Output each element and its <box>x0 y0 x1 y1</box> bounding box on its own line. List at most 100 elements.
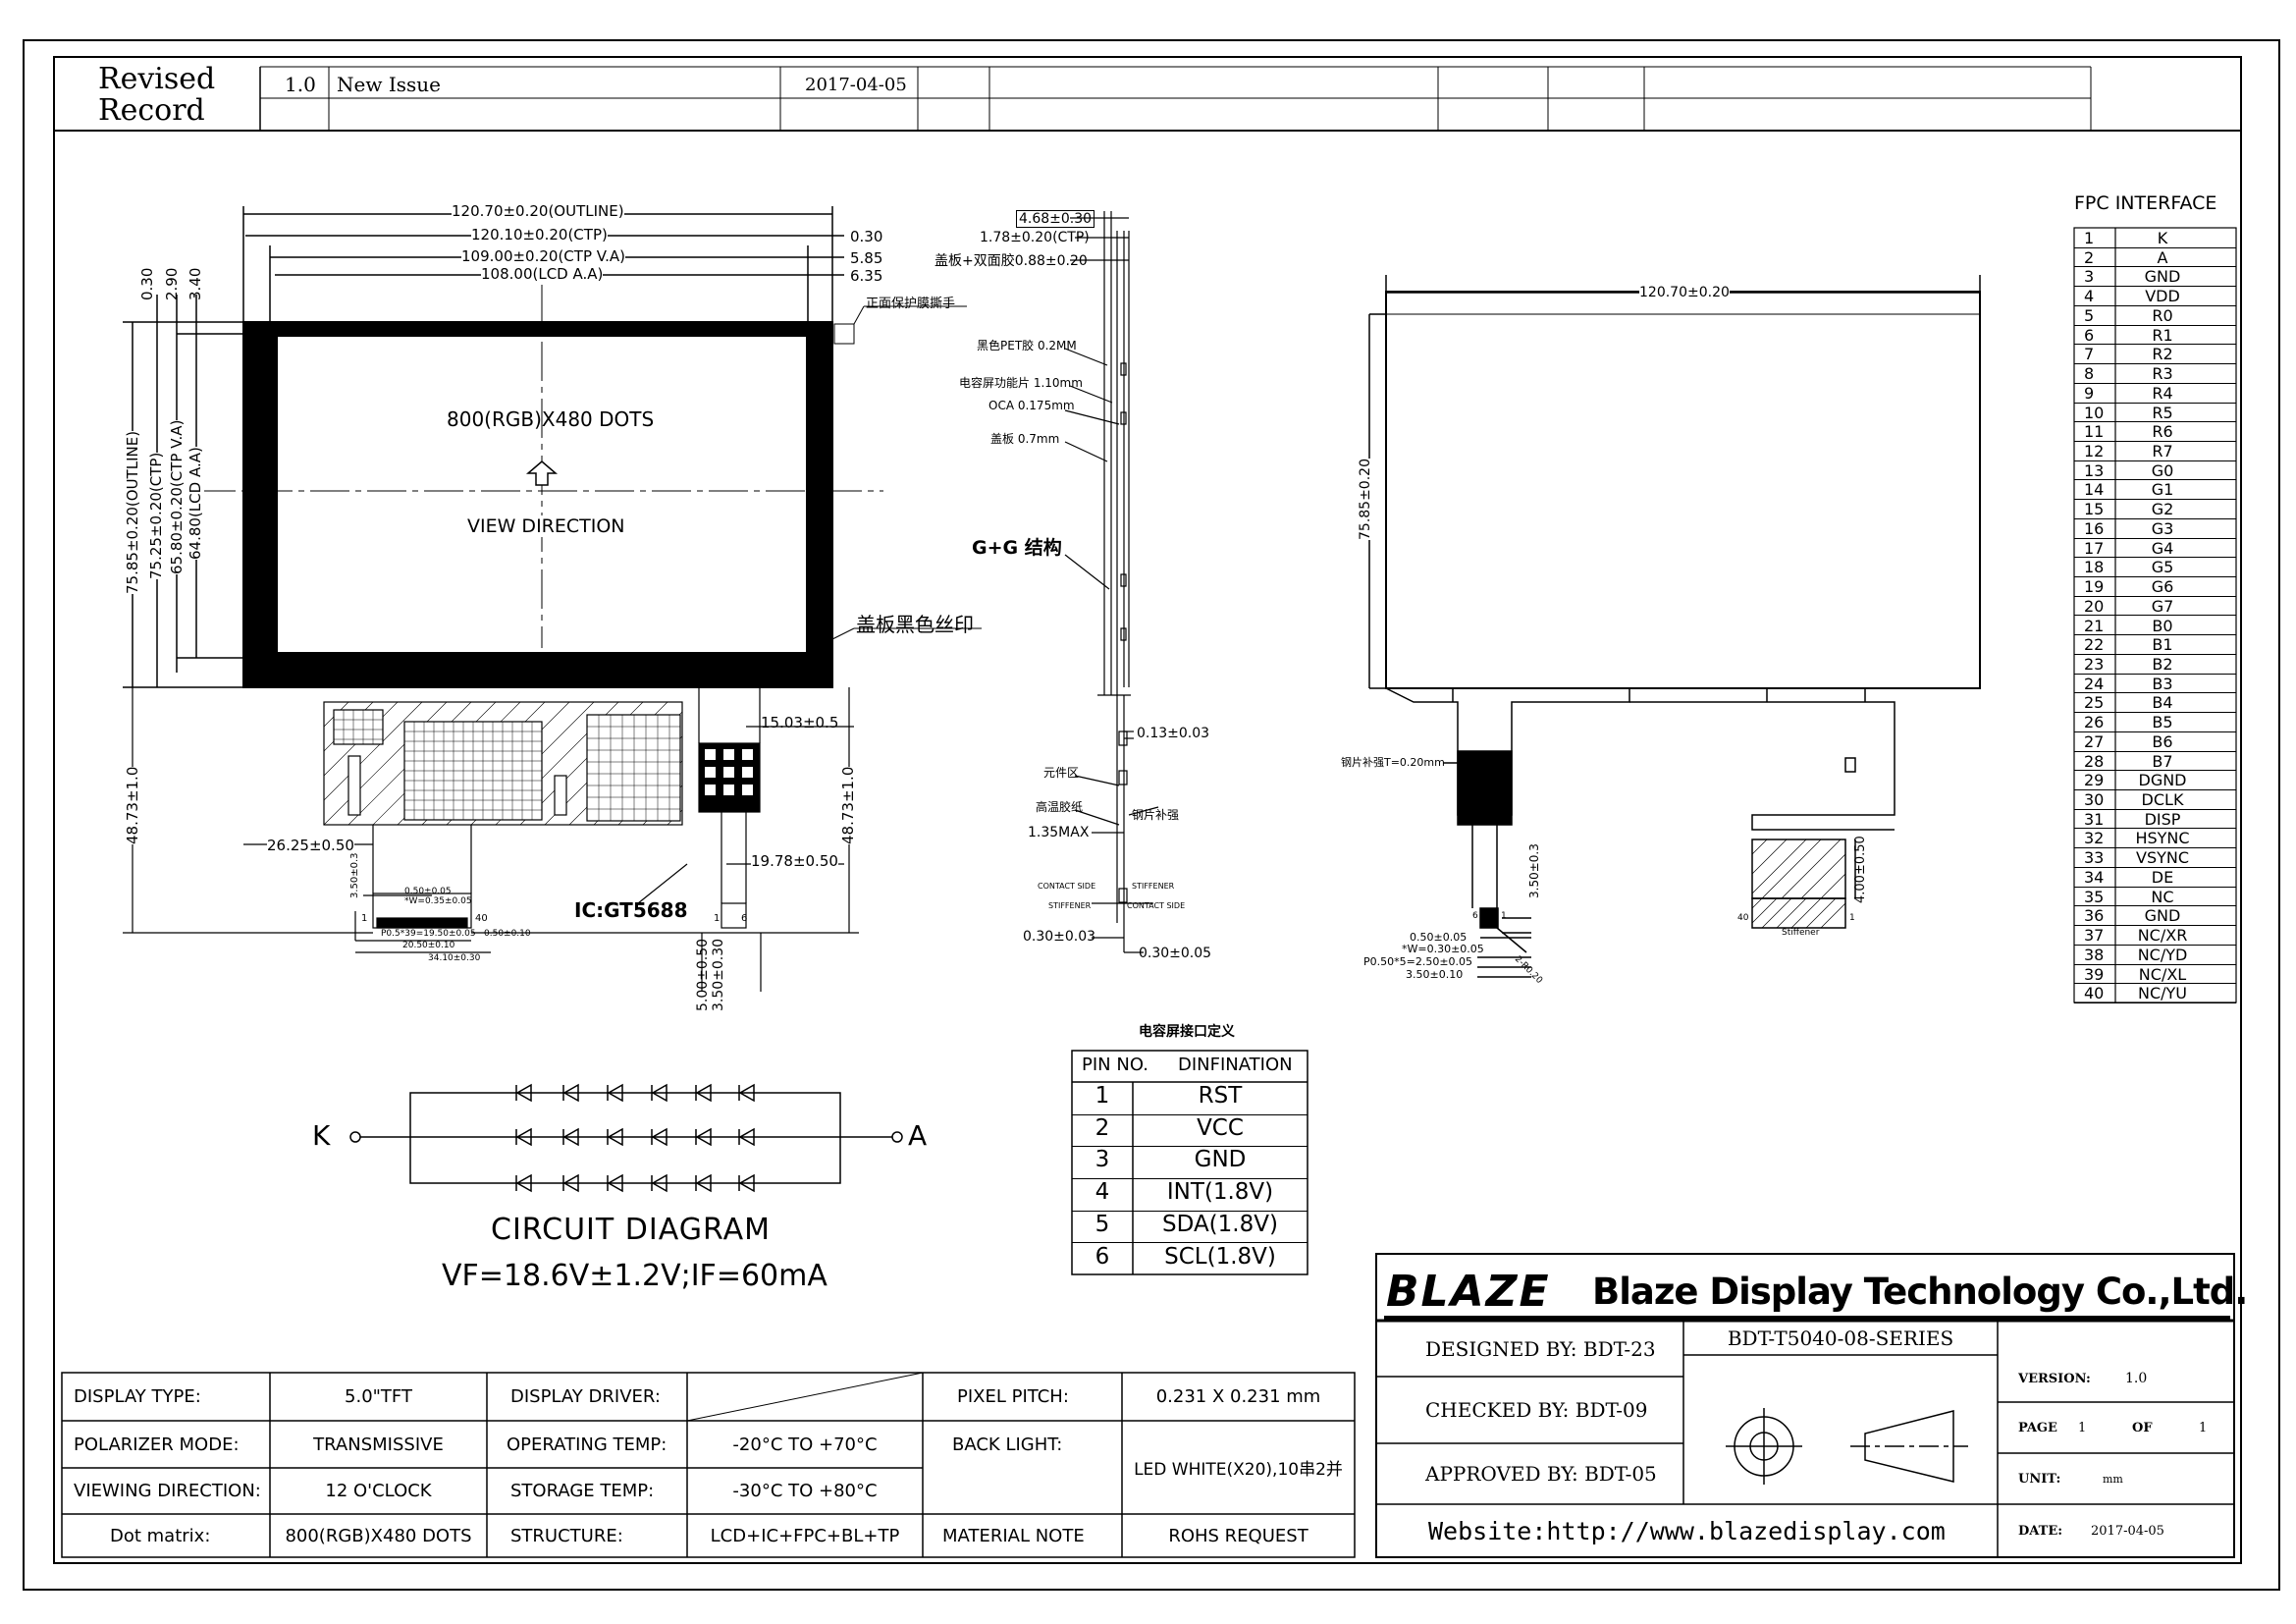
fpc-pin-number: 25 <box>2084 693 2105 713</box>
spec-dotmatrix-label: Dot matrix: <box>110 1525 211 1546</box>
spec-display-type-label: DISPLAY TYPE: <box>74 1386 201 1407</box>
fpc-pin-number: 11 <box>2084 422 2105 442</box>
led-diode-icon <box>695 1083 712 1103</box>
fpc-pin-signal: GND <box>2144 906 2181 926</box>
fpc-pin-signal: R0 <box>2152 305 2173 325</box>
dim-right-1: 0.30 <box>850 228 883 245</box>
side-view <box>1064 211 1159 953</box>
spec-viewing-value: 12 O'CLOCK <box>325 1481 432 1501</box>
led-diode-icon <box>515 1173 532 1193</box>
fpc-interface-title: FPC INTERFACE <box>2074 192 2217 214</box>
fpc-pin-signal: G0 <box>2151 460 2174 480</box>
fpc-pin-signal: NC/XL <box>2138 964 2187 984</box>
fpc-pin-number: 21 <box>2084 616 2105 635</box>
side-dim-4: 0.13±0.03 <box>1137 726 1210 741</box>
side-layer-4: 盖板 0.7mm <box>990 432 1060 446</box>
spec-backlight-value: LED WHITE(X20),10串2并 <box>1134 1459 1343 1480</box>
designed-by: DESIGNED BY: BDT-23 <box>1425 1336 1656 1361</box>
fpc-pin-signal: R7 <box>2152 441 2173 460</box>
led-diode-icon <box>695 1173 712 1193</box>
circuit-spec: VF=18.6V±1.2V;IF=60mA <box>442 1259 828 1293</box>
fpc-pin-number: 34 <box>2084 867 2105 887</box>
version-label: VERSION: <box>2018 1371 2091 1386</box>
fpc-row: 24 B3 <box>2074 674 2236 694</box>
side-dim-6: 0.30±0.03 <box>1023 929 1096 945</box>
company-name: Blaze Display Technology Co.,Ltd. <box>1592 1271 2248 1313</box>
fpc-pin-number: 35 <box>2084 887 2105 906</box>
approved-by: APPROVED BY: BDT-05 <box>1425 1462 1657 1486</box>
fpc-pin-number: 10 <box>2084 403 2105 422</box>
spec-pixel-pitch-value: 0.231 X 0.231 mm <box>1155 1386 1321 1407</box>
led-diode-icon <box>738 1127 755 1147</box>
fpc-pin-number: 16 <box>2084 518 2105 538</box>
led-diodes <box>515 1083 755 1193</box>
unit-label: UNIT: <box>2018 1471 2061 1487</box>
fpc-pin-signal: DE <box>2151 867 2174 887</box>
fpc-pin-number: 2 <box>2084 247 2095 267</box>
of-label: OF <box>2132 1420 2153 1435</box>
spec-table-grid <box>61 1372 1356 1558</box>
back-pin6: 6 <box>1472 911 1478 921</box>
fpc-pin-signal: NC/YD <box>2137 945 2188 964</box>
back-dim-1: 3.50±0.3 <box>1527 843 1541 898</box>
fpc-pin-signal: B3 <box>2152 674 2173 693</box>
fpc-pin-number: 3 <box>2084 267 2095 287</box>
fpc-pin-signal: VDD <box>2145 287 2180 306</box>
fpc-pin-signal: B5 <box>2152 713 2173 732</box>
dim-ctp-height: 75.25±0.20(CTP) <box>147 452 165 579</box>
side-high-temp-tape: 高温胶纸 <box>1036 800 1084 814</box>
revision-title-2: Record <box>98 93 205 128</box>
led-diode-icon <box>562 1083 579 1103</box>
dim-26: 26.25±0.50 <box>267 837 354 854</box>
fpc-pin-number: 7 <box>2084 345 2095 364</box>
side-dim-7: 0.30±0.05 <box>1139 946 1212 961</box>
ctp-pin-definition: SCL(1.8V) <box>1164 1243 1276 1270</box>
fpc-pin-signal: NC <box>2151 887 2174 906</box>
spec-polarizer-label: POLARIZER MODE: <box>74 1434 240 1455</box>
dim-15: 15.03±0.5 <box>761 714 839 731</box>
fpc-pin-signal: K <box>2157 229 2168 247</box>
stiffener-1: STIFFENER <box>1132 882 1175 891</box>
fpc-pin-number: 12 <box>2084 441 2105 460</box>
circuit-a: A <box>908 1119 928 1152</box>
spec-viewing-label: VIEWING DIRECTION: <box>74 1481 261 1501</box>
fpc-pin-number: 22 <box>2084 635 2105 655</box>
back-dim-3: 0.50±0.05 <box>1410 931 1468 944</box>
dim-right-3: 6.35 <box>850 267 883 285</box>
spec-display-driver-label: DISPLAY DRIVER: <box>510 1386 661 1407</box>
fpc-pin-number: 24 <box>2084 674 2105 693</box>
ctp-pin-number: 3 <box>1095 1147 1110 1173</box>
fpc-pin-signal: B7 <box>2152 751 2173 771</box>
fpc-pin-signal: DGND <box>2138 771 2187 790</box>
fpc-pin-number: 29 <box>2084 771 2105 790</box>
fpc-pitch-d: 0.50±0.10 <box>484 929 531 939</box>
dim-35: 3.50±0.30 <box>711 938 726 1011</box>
spec-storage-value: -30°C TO +80°C <box>732 1481 878 1501</box>
back-width: 120.70±0.20 <box>1639 285 1730 300</box>
side-layer-2: 电容屏功能片 1.10mm <box>959 376 1083 390</box>
fpc-pin-number: 31 <box>2084 809 2105 829</box>
fpc-pitch-f: 34.10±0.30 <box>428 953 481 963</box>
spec-structure-label: STRUCTURE: <box>510 1525 623 1546</box>
spec-structure-value: LCD+IC+FPC+BL+TP <box>710 1525 900 1546</box>
inner-frame <box>53 56 2242 1564</box>
version-value: 1.0 <box>2125 1371 2148 1386</box>
fpc-pin-number: 26 <box>2084 713 2105 732</box>
side-steel: 钢片补强 <box>1132 808 1180 822</box>
fpc-row: 35 NC <box>2074 887 2236 907</box>
part-number: BDT-T5040-08-SERIES <box>1727 1326 1954 1350</box>
